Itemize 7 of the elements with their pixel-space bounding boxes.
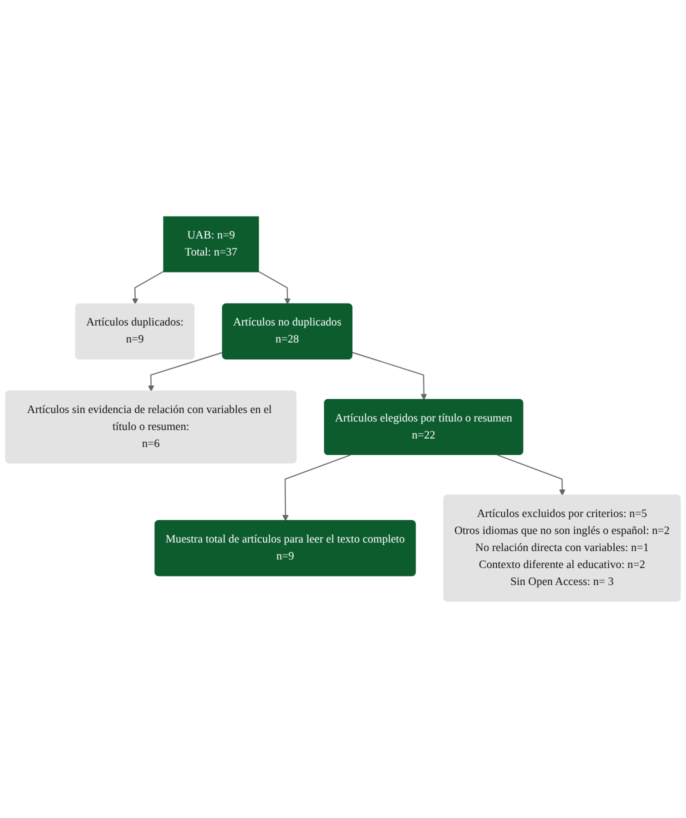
node-box: UAB: n=9 Total: n=37 xyxy=(163,216,259,272)
arrow xyxy=(497,454,566,496)
arrow xyxy=(352,352,427,400)
arrow xyxy=(282,454,351,522)
arrow xyxy=(258,271,291,304)
arrow xyxy=(148,352,223,392)
arrow xyxy=(132,271,164,304)
